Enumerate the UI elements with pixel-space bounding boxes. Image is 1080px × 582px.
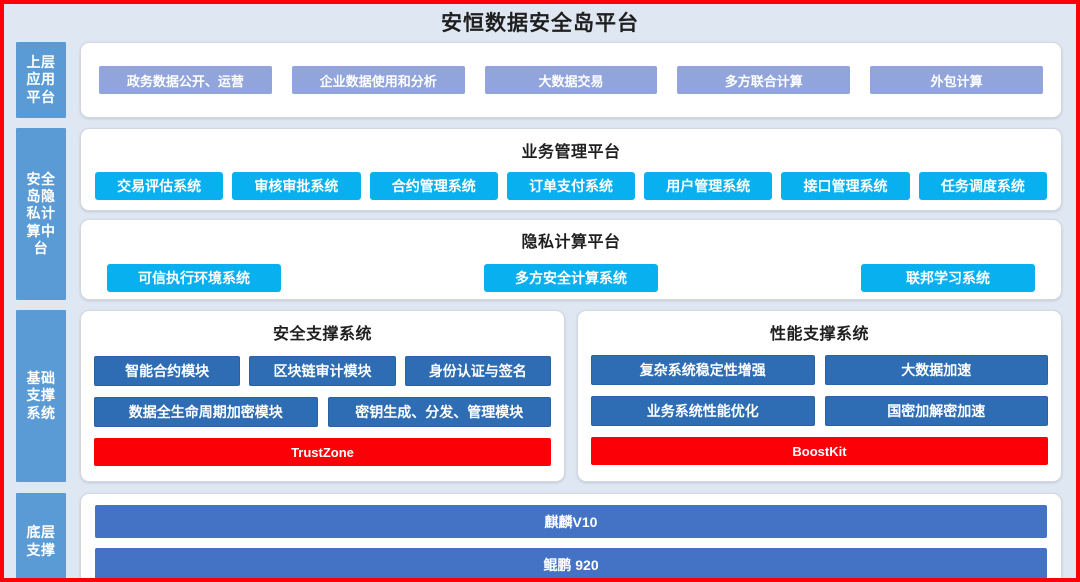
performance-item-business-system-optimization[interactable]: 业务系统性能优化: [591, 396, 815, 426]
performance-support-system-card: 性能支撑系统 复杂系统稳定性增强 大数据加速 业务系统性能优化 国密加解密加速 …: [577, 310, 1062, 482]
privacy-item-secure-multiparty-computation[interactable]: 多方安全计算系统: [484, 264, 658, 292]
app-item-bigdata-trading[interactable]: 大数据交易: [484, 66, 658, 94]
sidebar-label-underlying-support: 底层支撑: [16, 493, 66, 578]
app-item-outsourced-computing[interactable]: 外包计算: [870, 66, 1043, 94]
underlying-item-kylin-v10[interactable]: 麒麟V10: [95, 505, 1047, 538]
layer-privacy-computing-middle-platform: 安全岛隐私计算中台 业务管理平台 交易评估系统 审核审批系统 合约管理系统 订单…: [4, 128, 1076, 300]
business-item-interface-management[interactable]: 接口管理系统: [781, 172, 910, 200]
business-management-platform-card: 业务管理平台 交易评估系统 审核审批系统 合约管理系统 订单支付系统 用户管理系…: [80, 128, 1062, 211]
security-highlight-trustzone[interactable]: TrustZone: [94, 438, 551, 466]
layer-foundation-support-system: 基础支撑系统 安全支撑系统 智能合约模块 区块链审计模块 身份认证与签名 数据全…: [4, 310, 1076, 482]
security-item-identity-authentication-signature[interactable]: 身份认证与签名: [404, 356, 551, 386]
layer-application-platform: 上层应用平台 政务数据公开、运营 企业数据使用和分析 大数据交易 多方联合计算 …: [4, 42, 1076, 118]
security-item-key-generation-distribution-management[interactable]: 密钥生成、分发、管理模块: [327, 397, 551, 427]
privacy-platform-title: 隐私计算平台: [521, 234, 621, 251]
business-item-task-scheduling[interactable]: 任务调度系统: [918, 172, 1047, 200]
privacy-computing-platform-card: 隐私计算平台 可信执行环境系统 多方安全计算系统 联邦学习系统: [80, 219, 1062, 300]
sidebar-label-privacy-middle-platform: 安全岛隐私计算中台: [16, 128, 66, 300]
business-item-transaction-evaluation[interactable]: 交易评估系统: [95, 172, 224, 200]
business-platform-title: 业务管理平台: [521, 144, 621, 161]
privacy-item-trusted-execution-environment[interactable]: 可信执行环境系统: [107, 264, 281, 292]
app-item-multiparty-computing[interactable]: 多方联合计算: [677, 66, 851, 94]
performance-item-sm-crypto-acceleration[interactable]: 国密加解密加速: [824, 396, 1048, 426]
performance-support-title: 性能支撑系统: [769, 326, 869, 343]
sidebar-label-application-platform: 上层应用平台: [16, 42, 66, 118]
underlying-item-kunpeng-920[interactable]: 鲲鹏 920: [95, 548, 1047, 578]
security-support-title: 安全支撑系统: [272, 326, 372, 343]
app-item-government-data[interactable]: 政务数据公开、运营: [99, 66, 272, 94]
security-support-system-card: 安全支撑系统 智能合约模块 区块链审计模块 身份认证与签名 数据全生命周期加密模…: [80, 310, 565, 482]
underlying-support-card: 麒麟V10 鲲鹏 920: [80, 493, 1062, 578]
security-item-full-lifecycle-encryption-module[interactable]: 数据全生命周期加密模块: [94, 397, 318, 427]
sidebar-label-foundation-support: 基础支撑系统: [16, 310, 66, 482]
performance-item-complex-system-stability[interactable]: 复杂系统稳定性增强: [591, 355, 815, 385]
page-title: 安恒数据安全岛平台: [441, 12, 639, 35]
security-item-blockchain-audit-module[interactable]: 区块链审计模块: [249, 356, 396, 386]
app-item-enterprise-data[interactable]: 企业数据使用和分析: [291, 66, 465, 94]
page-title-bar: 安恒数据安全岛平台: [4, 4, 1076, 40]
privacy-item-federated-learning[interactable]: 联邦学习系统: [861, 264, 1035, 292]
security-item-smart-contract-module[interactable]: 智能合约模块: [94, 356, 241, 386]
business-item-user-management[interactable]: 用户管理系统: [644, 172, 773, 200]
business-item-contract-management[interactable]: 合约管理系统: [369, 172, 498, 200]
performance-item-bigdata-acceleration[interactable]: 大数据加速: [824, 355, 1048, 385]
application-platform-card: 政务数据公开、运营 企业数据使用和分析 大数据交易 多方联合计算 外包计算: [80, 42, 1062, 118]
layer-underlying-support: 底层支撑 麒麟V10 鲲鹏 920: [4, 493, 1076, 578]
business-item-order-payment[interactable]: 订单支付系统: [506, 172, 636, 200]
performance-highlight-boostkit[interactable]: BoostKit: [591, 437, 1048, 465]
business-item-review-approval[interactable]: 审核审批系统: [232, 172, 361, 200]
